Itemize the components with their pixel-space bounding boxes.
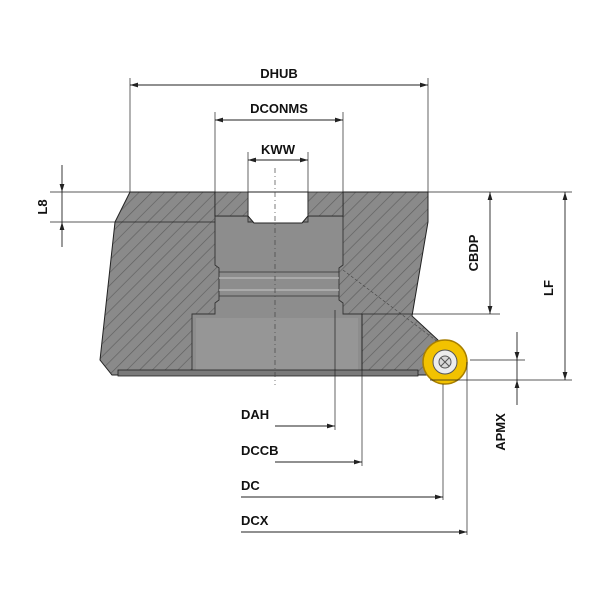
- dah-label: DAH: [241, 407, 269, 422]
- counterbore-face: [196, 318, 358, 372]
- kww-label: KWW: [261, 142, 296, 157]
- dccb-label: DCCB: [241, 443, 279, 458]
- dhub-label: DHUB: [260, 66, 298, 81]
- l8-label: L8: [35, 199, 50, 214]
- dconms-label: DCONMS: [250, 101, 308, 116]
- dc-label: DC: [241, 478, 260, 493]
- bottom-face: [117, 369, 419, 377]
- slot-wall-left: [214, 191, 249, 217]
- apmx-label: APMX: [493, 413, 508, 451]
- round-insert: [422, 339, 468, 385]
- slot-wall-right: [307, 191, 344, 217]
- key-slot: [247, 191, 309, 224]
- dcx-label: DCX: [241, 513, 269, 528]
- lf-label: LF: [541, 280, 556, 296]
- torx-icon: [440, 357, 450, 367]
- cbdp-label: CBDP: [466, 234, 481, 271]
